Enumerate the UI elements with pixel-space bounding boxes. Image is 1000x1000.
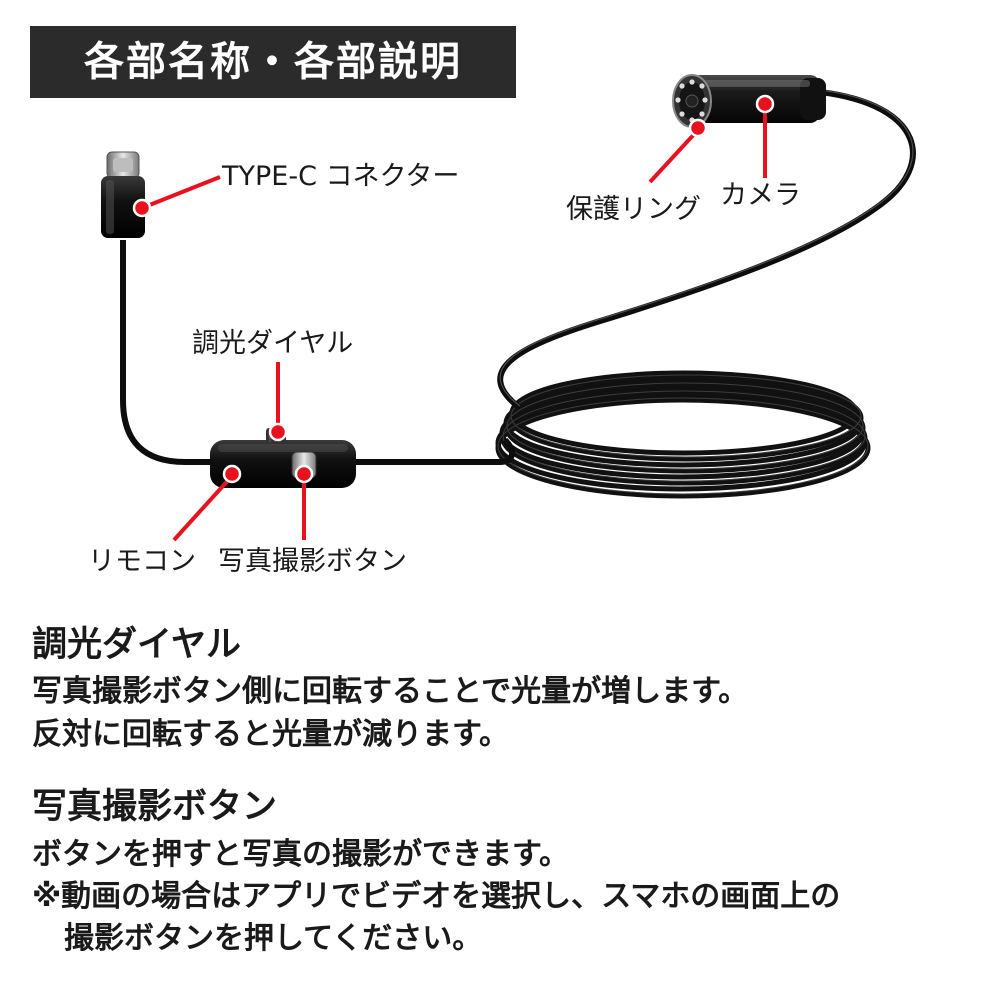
callout-dots [132,94,775,484]
label-protect-ring: 保護リング [566,194,701,225]
section-line: ※動画の場合はアプリでビデオを選択し、スマホの画面上の [32,879,841,914]
page-title: 各部名称・各部説明 [30,26,516,98]
camera-head [672,74,826,128]
section-title-shutter: 写真撮影ボタン [32,787,278,827]
section-line: 写真撮影ボタン側に回転することで光量が増します。 [32,674,749,709]
product-diagram [101,74,916,542]
usb-c-connector [101,151,145,238]
section-line: ボタンを押すと写真の撮影ができます。 [32,837,569,872]
section-title-dial: 調光ダイヤル [32,625,241,665]
dot-shutter [294,464,314,484]
dot-type-c [132,198,152,218]
remote-cable [352,437,515,465]
label-dial: 調光ダイヤル [192,328,354,359]
label-camera: カメラ [720,180,801,211]
callout-line-protect-ring [648,128,700,184]
callout-line-remote [172,474,234,542]
dot-remote [222,464,242,484]
camera-cable [497,89,916,411]
usb-cable [120,240,218,465]
coiled-cable [495,370,871,499]
section-line: 反対に回転すると光量が減ります。 [32,717,509,752]
callout-lines [141,104,767,542]
callout-line-type-c [141,175,221,210]
dot-dial [268,422,288,442]
dot-protect-ring [688,118,708,138]
remote-body [210,428,356,488]
label-type-c: TYPE-C コネクター [222,161,460,192]
section-line: 撮影ボタンを押してください。 [64,921,483,956]
label-shutter: 写真撮影ボタン [218,546,407,577]
label-remote: リモコン [88,546,196,577]
dot-camera [755,94,775,114]
